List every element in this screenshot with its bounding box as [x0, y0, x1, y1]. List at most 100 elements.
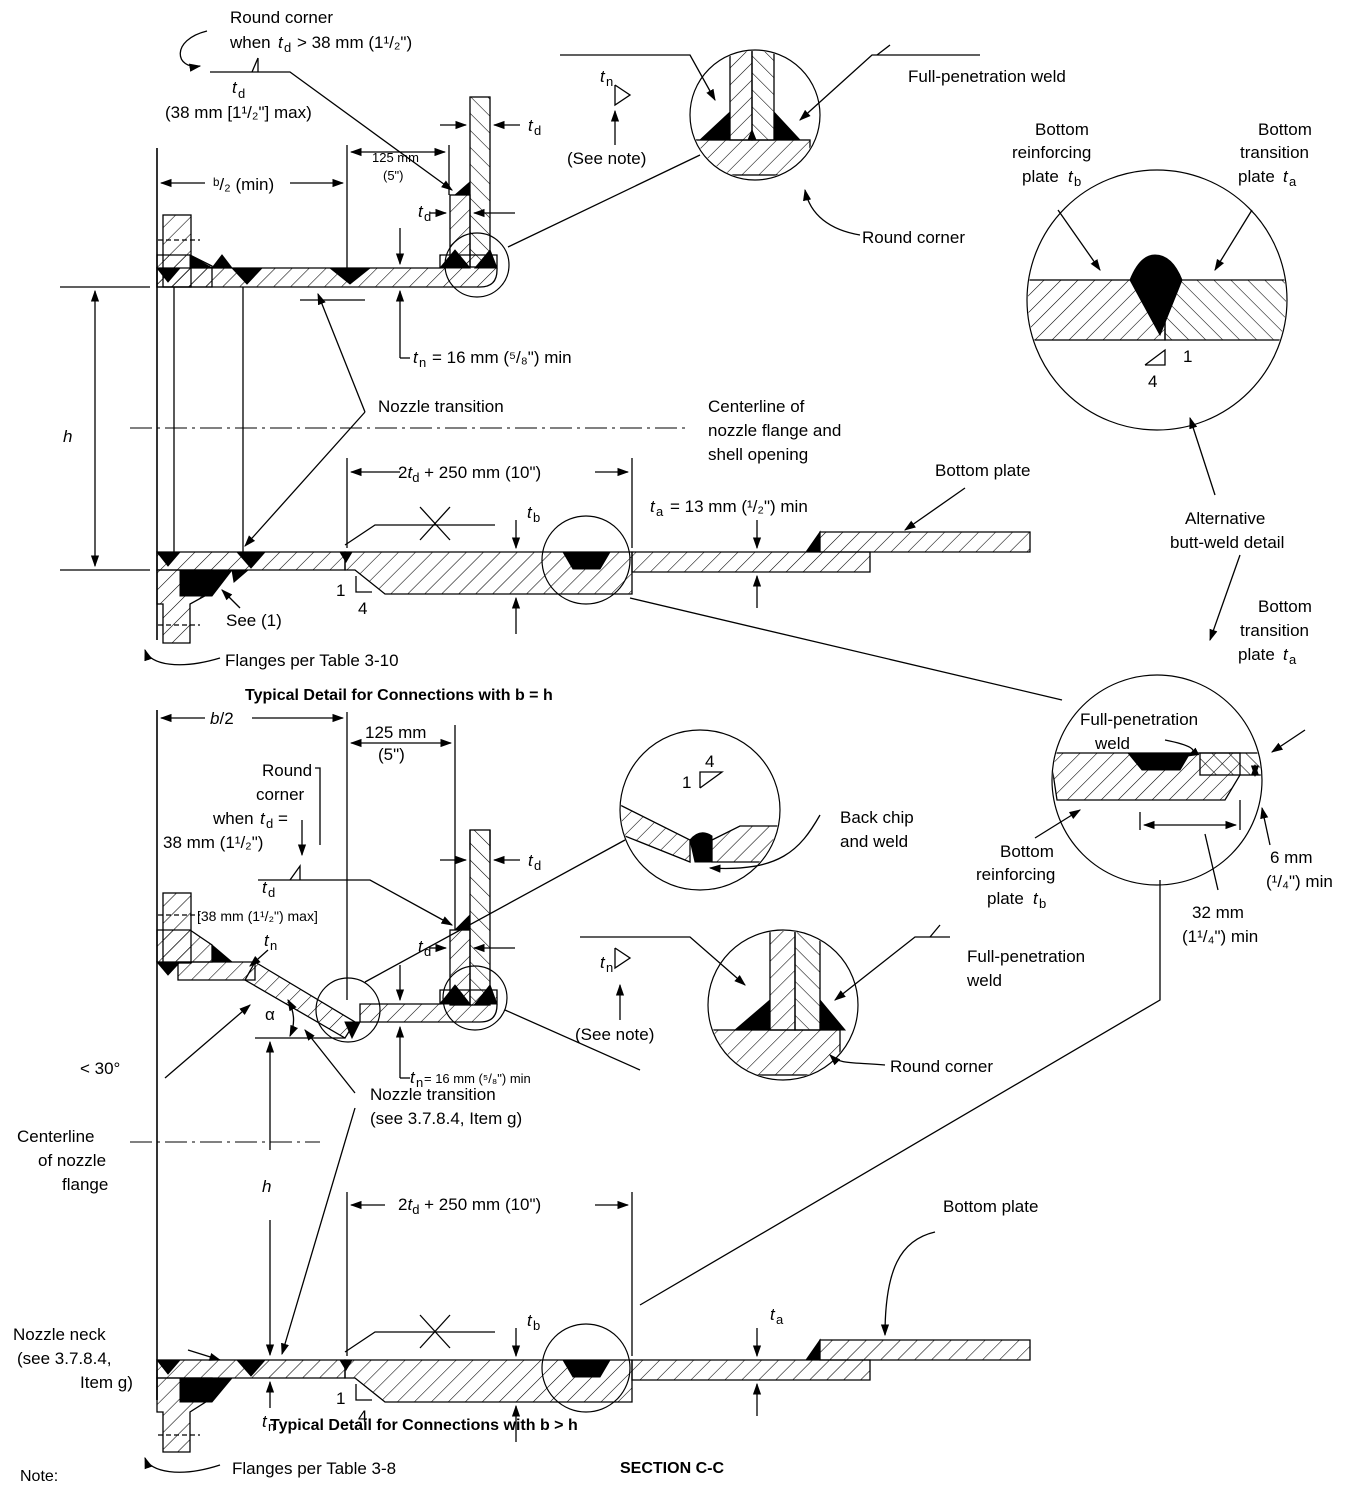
- note-label: Note:: [20, 1468, 59, 1485]
- nozzle-transition-label-1: Nozzle transition: [378, 397, 504, 416]
- tn-sym-2: t: [413, 348, 419, 367]
- nozzle-trans-b2: (see 3.7.8.4, Item g): [370, 1109, 522, 1128]
- tb-sub-4: b: [533, 1318, 540, 1333]
- td-sym-5: t: [260, 809, 266, 828]
- tb-sub-1: b: [1074, 174, 1081, 189]
- see-note-label-1: (See note): [567, 149, 646, 168]
- bottom-trans-b3: plate: [1238, 645, 1275, 664]
- tn-sym-5: t: [410, 1068, 416, 1087]
- bottom-reinf-l1: Bottom: [1035, 120, 1089, 139]
- mm125-label: 125 mm: [372, 150, 419, 165]
- td-sub-8: d: [424, 944, 431, 959]
- b-half-min-label: ᵇ/₂ (min): [213, 175, 274, 194]
- two-td-label-1: 2td + 250 mm (10"): [398, 463, 541, 485]
- slope-4-a: 4: [1148, 372, 1157, 391]
- round-corner-label-1: Round corner: [862, 228, 965, 247]
- ta-sub-3: a: [1289, 652, 1297, 667]
- td-sym-7: t: [528, 851, 534, 870]
- detail-b-equals-h: [60, 30, 1063, 701]
- round-corner-label-2: Round corner: [890, 1057, 993, 1076]
- fpw2-l2: weld: [966, 971, 1002, 990]
- detail-b-greater-h: [130, 710, 1031, 1473]
- tn-sym-6: t: [262, 1412, 268, 1431]
- tn-sym-4: t: [600, 953, 606, 972]
- tb-sym-1: t: [1068, 167, 1074, 186]
- ta-13-label: = 13 mm (¹/₂") min: [670, 497, 808, 516]
- round-corner-2b: corner: [256, 785, 305, 804]
- fpw2-l1: Full-penetration: [967, 947, 1085, 966]
- td-sym-4: t: [418, 202, 424, 221]
- ta-sym-1: t: [1283, 167, 1289, 186]
- nozzle-trans-b1: Nozzle transition: [370, 1085, 496, 1104]
- mm6-l2: (¹/₄") min: [1266, 872, 1333, 891]
- bottom-reinf-b2: reinforcing: [976, 865, 1055, 884]
- zoom-circle-butt-weld-2: [639, 674, 1306, 1306]
- when-td-label: when: [229, 33, 271, 52]
- flange-bottom-2: [156, 1377, 234, 1453]
- zoom-circle-weld-2: [580, 924, 950, 1081]
- mm32-l1: 32 mm: [1192, 903, 1244, 922]
- nozzle-neck-l1: Nozzle neck: [13, 1325, 106, 1344]
- see-note-label-2: (See note): [575, 1025, 654, 1044]
- flanges-3-8-label: Flanges per Table 3-8: [232, 1459, 396, 1478]
- centerline-l1: Centerline of: [708, 397, 805, 416]
- bottom-reinf-l3: plate: [1022, 167, 1059, 186]
- flange-top-2: [155, 892, 234, 976]
- td-sym-1: t: [278, 33, 284, 52]
- lt-30-label: < 30°: [80, 1059, 120, 1078]
- bottom-reinf-b3: plate: [987, 889, 1024, 908]
- caption-b-greater-h: Typical Detail for Connections with b > …: [270, 1417, 578, 1434]
- flanges-3-10-label: Flanges per Table 3-10: [225, 651, 399, 670]
- tb-sub-2: b: [533, 510, 540, 525]
- section-title: SECTION C-C: [620, 1460, 724, 1477]
- tn-sub-2: n: [419, 355, 426, 370]
- bottom-trans-l3: plate: [1238, 167, 1275, 186]
- gt-38-label: > 38 mm (1¹/₂"): [297, 33, 412, 52]
- td-sub-4: d: [424, 209, 431, 224]
- zoom-circle-butt-weld-1: [1026, 169, 1288, 642]
- tb-sym-3: t: [1033, 889, 1039, 908]
- round-corner-2a: Round: [262, 761, 312, 780]
- td-sub-5: d: [266, 816, 273, 831]
- bottom-trans-b1: Bottom: [1258, 597, 1312, 616]
- nozzle-neck-l2: (see 3.7.8.4,: [17, 1349, 112, 1368]
- tn-sym-1: t: [600, 67, 606, 86]
- back-chip-l1: Back chip: [840, 808, 914, 827]
- tn-sub-6: n: [268, 1419, 275, 1434]
- ta-sym-2: t: [650, 497, 656, 516]
- td-sub-1: d: [284, 40, 291, 55]
- tn-sym-3: t: [264, 931, 270, 950]
- centerline-b1: Centerline: [17, 1127, 95, 1146]
- centerline-l3: shell opening: [708, 445, 808, 464]
- slope-4-c: 4: [705, 752, 714, 771]
- tn-sub-5: n: [416, 1075, 423, 1090]
- mm6-l1: 6 mm: [1270, 848, 1313, 867]
- td-sym-6: t: [262, 878, 268, 897]
- centerline-l2: nozzle flange and: [708, 421, 841, 440]
- tb-sym-2: t: [527, 503, 533, 522]
- two-td-label-2: 2td + 250 mm (10"): [398, 1195, 541, 1217]
- bottom-plate-label-1: Bottom plate: [935, 461, 1030, 480]
- td-sub-7: d: [534, 858, 541, 873]
- nozzle-neck-l3: Item g): [80, 1373, 133, 1392]
- tn-sub-4: n: [606, 960, 613, 975]
- when-td-eq-label: when: [212, 809, 254, 828]
- alt-butt-l2: butt-weld detail: [1170, 533, 1284, 552]
- tn-16-label-1: = 16 mm (⁵/₈") min: [432, 348, 572, 367]
- slope-1-b: 1: [336, 581, 345, 600]
- bottom-reinf-b1: Bottom: [1000, 842, 1054, 861]
- ta-sym-4: t: [770, 1305, 776, 1324]
- h-label-2: h: [262, 1177, 271, 1196]
- slope-1-c: 1: [682, 773, 691, 792]
- alpha-label: α: [265, 1005, 275, 1024]
- td-sub-2: d: [238, 86, 245, 101]
- tb-sub-3: b: [1039, 896, 1046, 911]
- mm38-eq-label: 38 mm (1¹/₂"): [163, 833, 263, 852]
- b-over-2-label: b/2: [210, 709, 234, 728]
- round-corner-label: Round corner: [230, 8, 333, 27]
- ta-sub-4: a: [776, 1312, 784, 1327]
- mm125-label-2: 125 mm: [365, 723, 426, 742]
- zoom-circle-back-chip: [619, 729, 821, 891]
- full-pen-weld-label-1: Full-penetration weld: [908, 67, 1066, 86]
- td-sym-3: t: [528, 116, 534, 135]
